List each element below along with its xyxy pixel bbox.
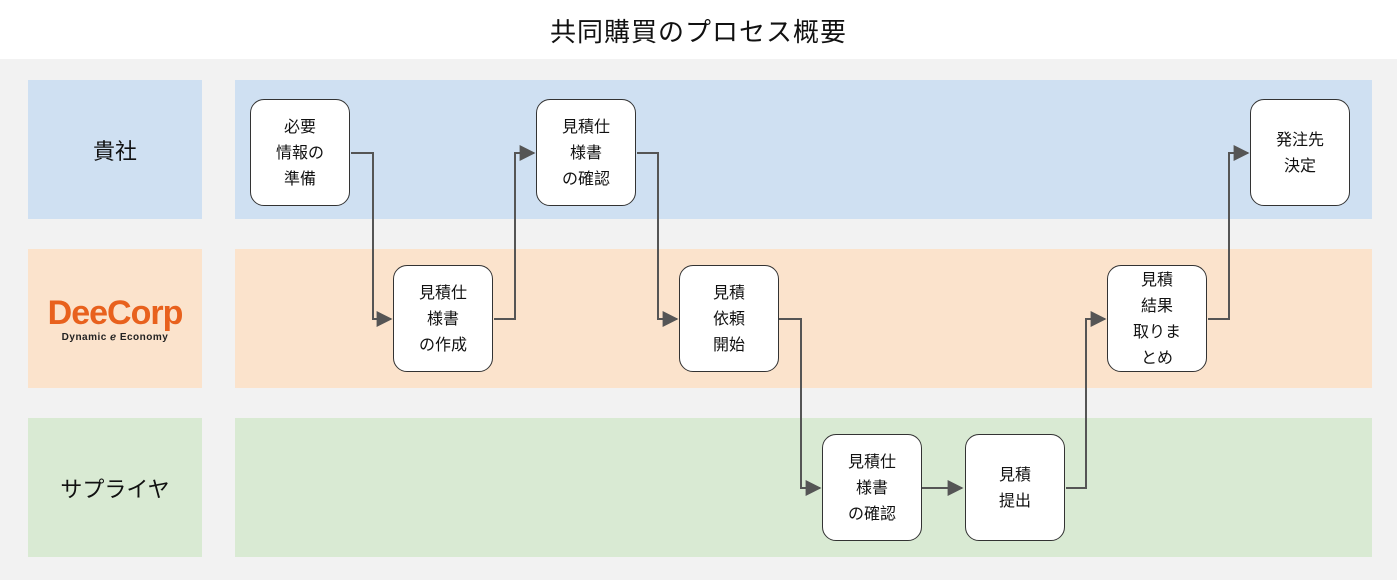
step-decide-vendor: 発注先 決定: [1250, 99, 1350, 206]
step-start-quote-request: 見積 依頼 開始: [679, 265, 779, 372]
arrow-s7-s8: [1208, 145, 1250, 320]
logo-wordmark: DeeCorp: [47, 293, 184, 332]
lane-content-kisha: [235, 80, 1372, 219]
arrow-s3-s4: [637, 152, 679, 327]
arrow-s1-s2: [351, 152, 393, 327]
arrow-s4-s5: [779, 318, 822, 496]
lane-label-supplier: サプライヤ: [28, 418, 202, 557]
step-submit-quote: 見積 提出: [965, 434, 1065, 541]
deecorp-logo: DeeCorp Dynamic ℯ Economy: [47, 293, 184, 343]
arrow-s2-s3: [494, 145, 536, 320]
lane-kisha: 貴社: [0, 80, 1397, 219]
arrow-s6-s7: [1066, 311, 1107, 489]
step-compile-results: 見積 結果 取りま とめ: [1107, 265, 1207, 372]
logo-tagline: Dynamic ℯ Economy: [61, 331, 169, 343]
diagram-title: 共同購買のプロセス概要: [549, 18, 847, 48]
step-review-spec-supplier: 見積仕 様書 の確認: [822, 434, 922, 541]
step-create-spec: 見積仕 様書 の作成: [393, 265, 493, 372]
step-review-spec-client: 見積仕 様書 の確認: [536, 99, 636, 206]
lane-label-deecorp: DeeCorp Dynamic ℯ Economy: [28, 249, 202, 388]
lane-supplier: サプライヤ: [0, 418, 1397, 557]
lane-label-kisha: 貴社: [28, 80, 202, 219]
step-prepare-info: 必要 情報の 準備: [250, 99, 350, 206]
